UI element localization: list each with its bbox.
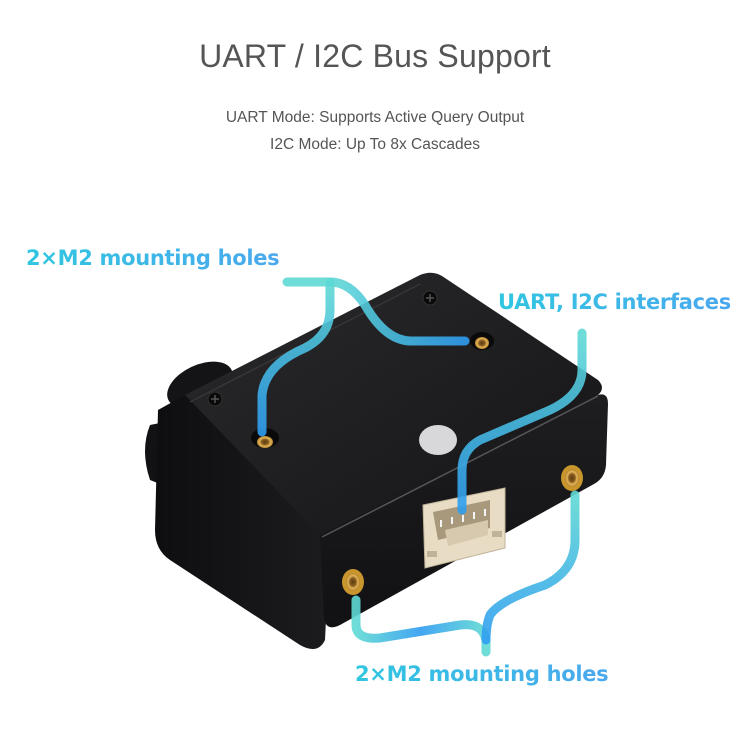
front-mounting-hole-left [342,569,364,595]
screw-icon [422,290,438,306]
i2c-mode-description: I2C Mode: Up To 8x Cascades [270,136,480,153]
callout-line-interfaces [457,328,587,515]
top-mounting-hole-right [470,332,494,350]
page-title: UART / I2C Bus Support [199,38,551,74]
front-mounting-hole-right [561,465,583,491]
device-left-face [155,395,330,649]
callout-line-top-mounting-holes [257,277,470,437]
sensor-window [419,425,457,455]
callout-top-mounting-holes: 2×M2 mounting holes [26,246,280,270]
callout-interfaces: UART, I2C interfaces [498,290,731,314]
uart-i2c-connector [422,487,506,569]
uart-mode-description: UART Mode: Supports Active Query Output [225,109,525,126]
callout-line-bottom-mounting-holes [351,490,580,657]
callout-bottom-mounting-holes: 2×M2 mounting holes [355,662,609,686]
screw-icon [207,391,223,407]
device-top-face [185,272,602,539]
